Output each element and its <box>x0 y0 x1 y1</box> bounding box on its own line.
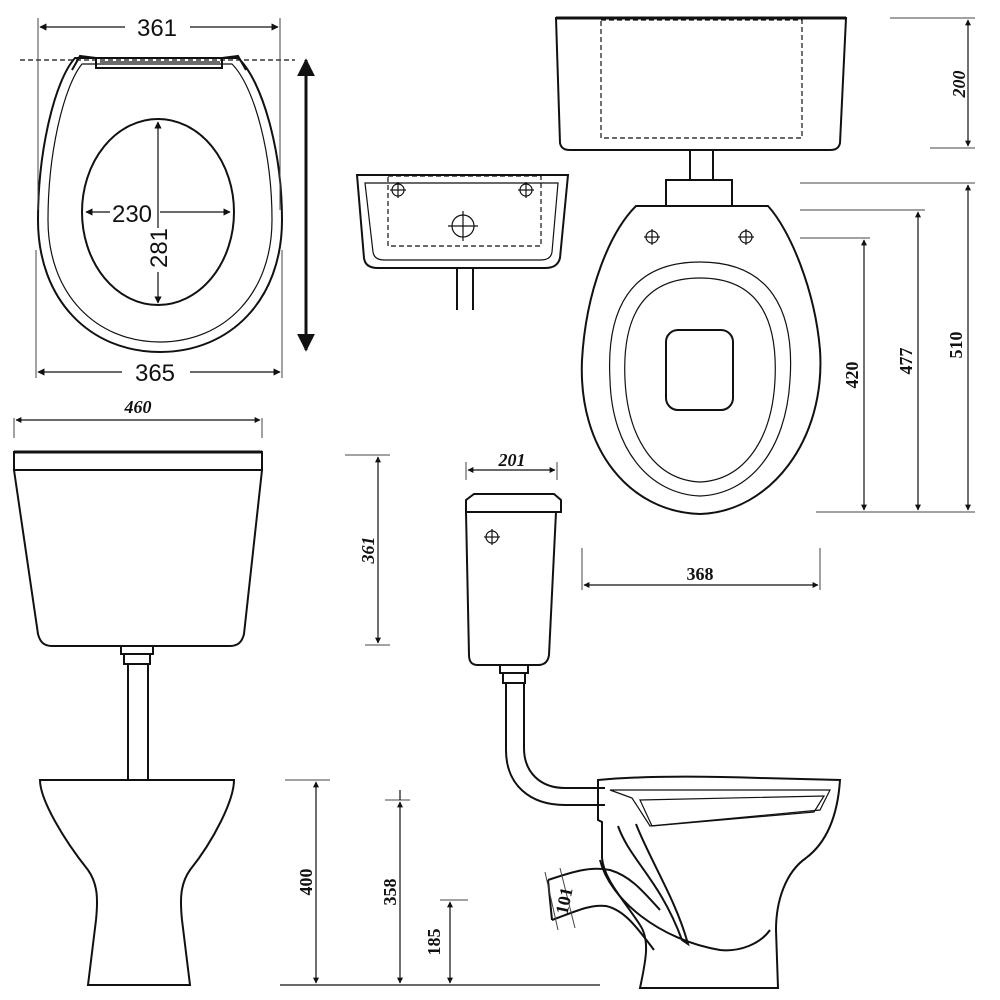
pan-height-185-label: 185 <box>424 929 444 956</box>
cistern-width-label: 460 <box>124 397 152 417</box>
seat-outer-outline <box>36 57 284 354</box>
bowl-width-label: 368 <box>687 564 714 584</box>
seat-bottom-width-label: 365 <box>135 360 175 387</box>
seat-hinge <box>71 54 247 71</box>
seat-opening <box>81 118 235 306</box>
seat-opening-width-label: 230 <box>112 201 152 228</box>
bowl-dim-510-label: 510 <box>946 332 966 359</box>
seat-inner-outline <box>47 63 273 343</box>
front-view: 460 <box>12 397 264 986</box>
cistern-depth-label: 201 <box>498 450 526 470</box>
cistern-height-label: 200 <box>949 71 969 99</box>
pan-height-358-label: 358 <box>380 879 400 906</box>
bowl-top-view: 200 420 477 510 368 <box>554 16 975 590</box>
pan-side-view: 101 400 358 185 <box>280 775 842 989</box>
cistern-top-view <box>355 174 570 310</box>
seat-top-view: 361 365 230 281 <box>20 15 315 387</box>
bowl-dim-477-label: 477 <box>896 348 916 375</box>
cistern-side-view: 361 201 <box>345 450 605 806</box>
seat-opening-length-label: 281 <box>146 228 173 268</box>
cistern-side-height-label: 361 <box>358 537 378 565</box>
pan-height-400-label: 400 <box>296 869 316 896</box>
seat-top-width-label: 361 <box>137 15 177 42</box>
bowl-dim-420-label: 420 <box>842 362 862 389</box>
